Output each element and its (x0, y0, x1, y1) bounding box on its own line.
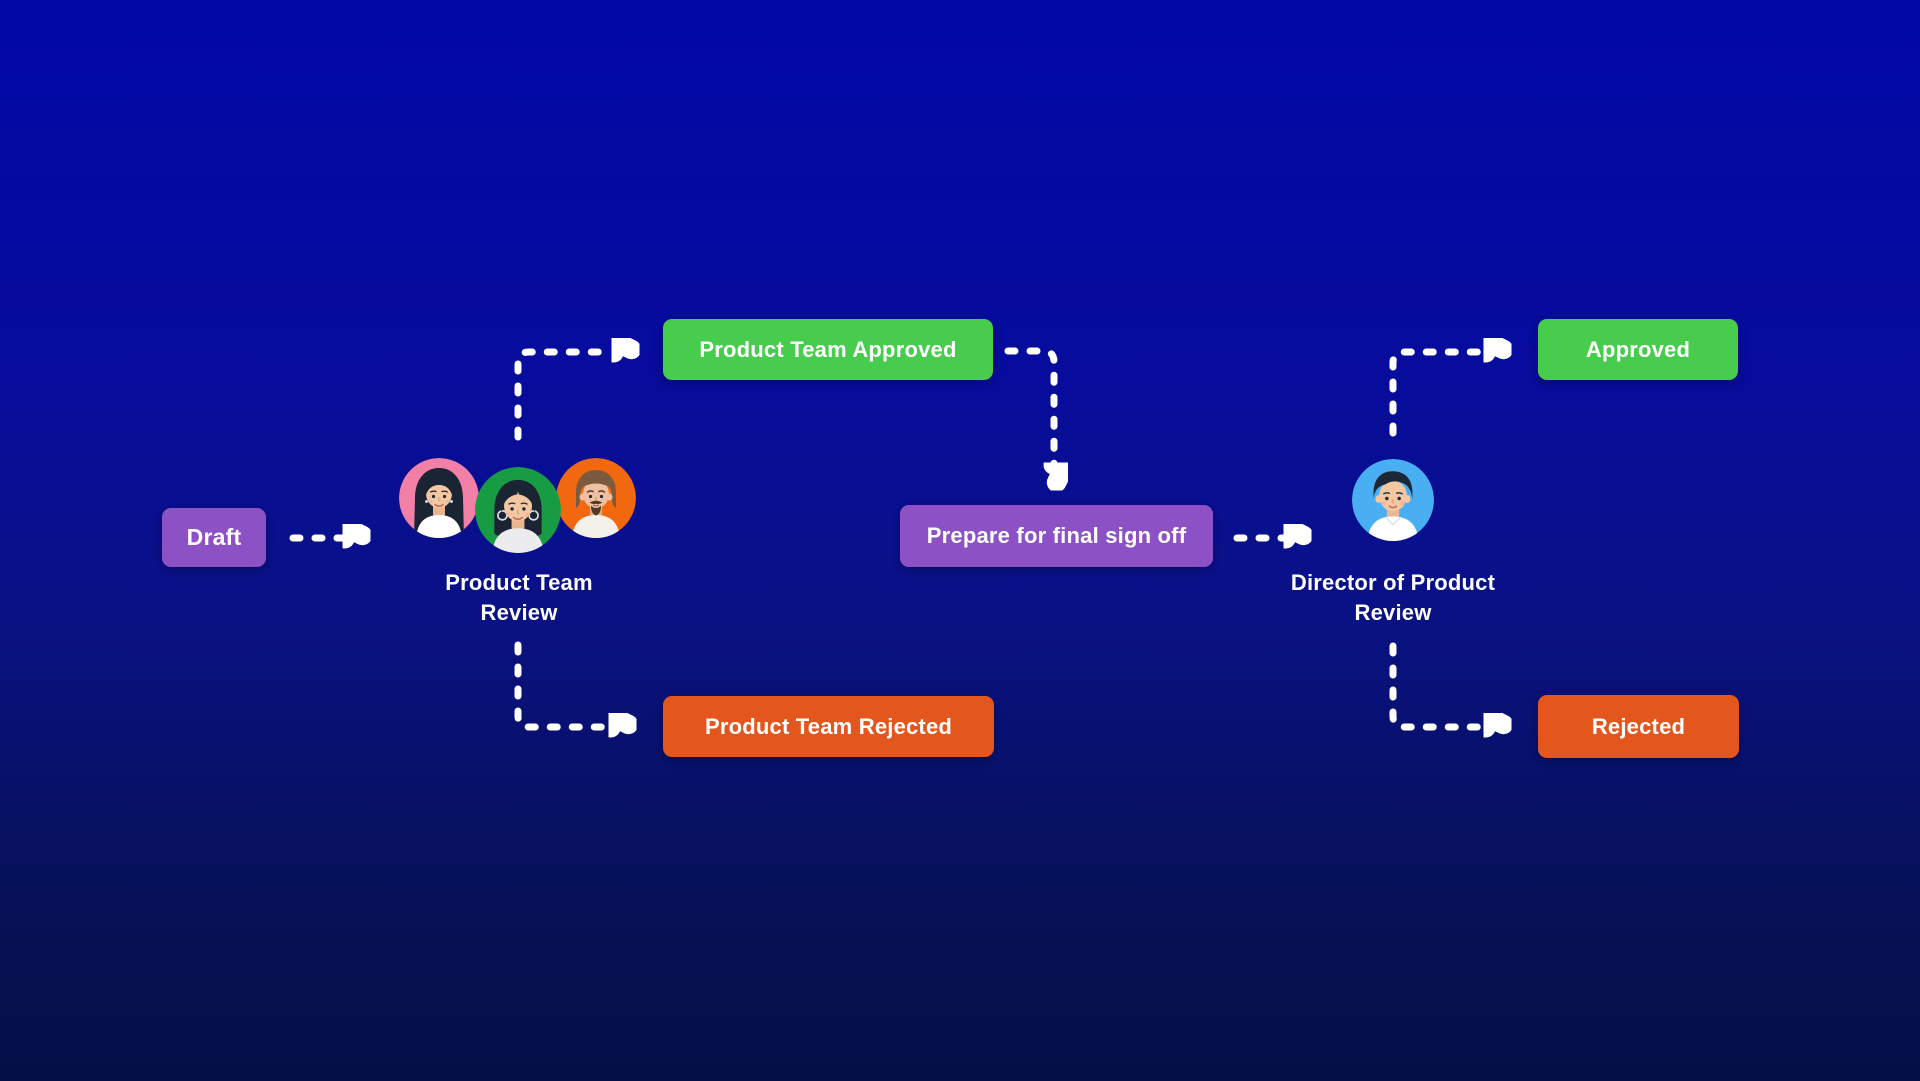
product-team-rejected-node: Product Team Rejected (663, 696, 994, 757)
connector-review-to-product-team-rejected (514, 641, 610, 727)
man-blue-avatar-icon (1352, 459, 1434, 541)
connector-director-to-approved (1389, 352, 1485, 437)
prepare-final-sign-off-node: Prepare for final sign off (900, 505, 1213, 567)
woman-green-avatar-icon (475, 467, 561, 553)
draft-node: Draft (162, 508, 266, 567)
man-orange-avatar-icon (556, 458, 636, 538)
connector-review-to-product-team-approved (514, 352, 613, 441)
connector-director-to-rejected (1389, 642, 1485, 727)
rejected-node: Rejected (1538, 695, 1739, 758)
woman-pink-avatar-icon (399, 458, 479, 538)
approved-node: Approved (1538, 319, 1738, 380)
product-team-approved-node: Product Team Approved (663, 319, 993, 380)
director-of-product-review-label: Director of Product Review (1290, 570, 1496, 625)
product-team-review-label: Product Team Review (445, 570, 593, 625)
connector-approved-to-prepare (1004, 347, 1054, 464)
